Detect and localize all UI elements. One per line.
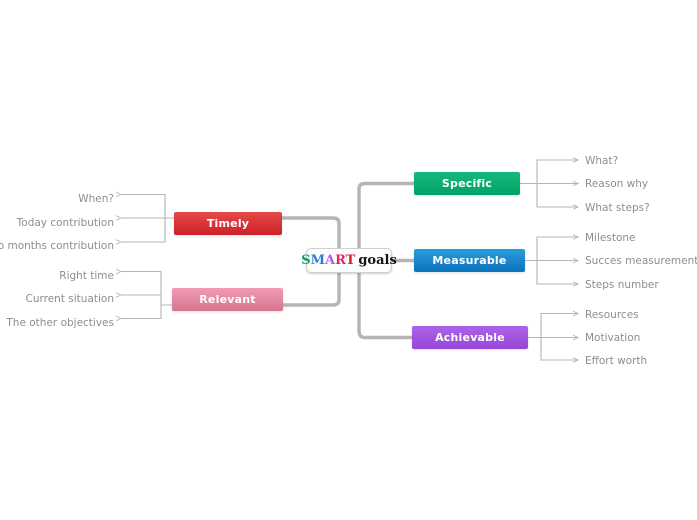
leaf-measurable-steps-number[interactable]: Steps number bbox=[585, 278, 659, 291]
leaf-timely-two-months-contribution[interactable]: Two months contribution bbox=[0, 239, 114, 252]
branch-label-achievable: Achievable bbox=[435, 331, 505, 344]
letter-a: A bbox=[324, 253, 336, 268]
leaf-specific-what-steps[interactable]: What steps? bbox=[585, 201, 650, 214]
branch-label-timely: Timely bbox=[206, 217, 250, 230]
letter-r: R bbox=[335, 253, 346, 268]
leaf-relevant-the-other-objectives[interactable]: The other objectives bbox=[6, 316, 114, 329]
letter-s: S bbox=[301, 253, 311, 268]
leaf-specific-reason-why[interactable]: Reason why bbox=[585, 178, 649, 190]
leaf-measurable-milestone[interactable]: Milestone bbox=[585, 232, 636, 244]
branch-node-achievable[interactable]: Achievable bbox=[412, 326, 528, 349]
branch-node-specific[interactable]: Specific bbox=[414, 172, 520, 195]
leaf-timely-when[interactable]: When? bbox=[78, 193, 114, 205]
letter-m: M bbox=[310, 253, 325, 268]
leaf-achievable-motivation[interactable]: Motivation bbox=[585, 331, 641, 344]
branch-node-measurable[interactable]: Measurable bbox=[414, 249, 525, 272]
center-node-suffix: goals bbox=[358, 253, 397, 268]
leaf-relevant-current-situation[interactable]: Current situation bbox=[25, 293, 114, 305]
branch-node-timely[interactable]: Timely bbox=[174, 212, 282, 235]
leaf-measurable-succes-measurement[interactable]: Succes measurement bbox=[585, 255, 697, 267]
letter-t: T bbox=[345, 253, 356, 268]
branch-node-relevant[interactable]: Relevant bbox=[172, 288, 283, 311]
leaf-achievable-effort-worth[interactable]: Effort worth bbox=[585, 354, 648, 367]
leaf-relevant-right-time[interactable]: Right time bbox=[59, 270, 114, 282]
branch-label-measurable: Measurable bbox=[432, 254, 507, 267]
branch-label-relevant: Relevant bbox=[199, 293, 256, 306]
leaf-achievable-resources[interactable]: Resources bbox=[585, 308, 639, 321]
branch-label-specific: Specific bbox=[441, 177, 493, 190]
leaf-timely-today-contribution[interactable]: Today contribution bbox=[16, 216, 114, 229]
leaf-specific-what[interactable]: What? bbox=[585, 155, 619, 167]
